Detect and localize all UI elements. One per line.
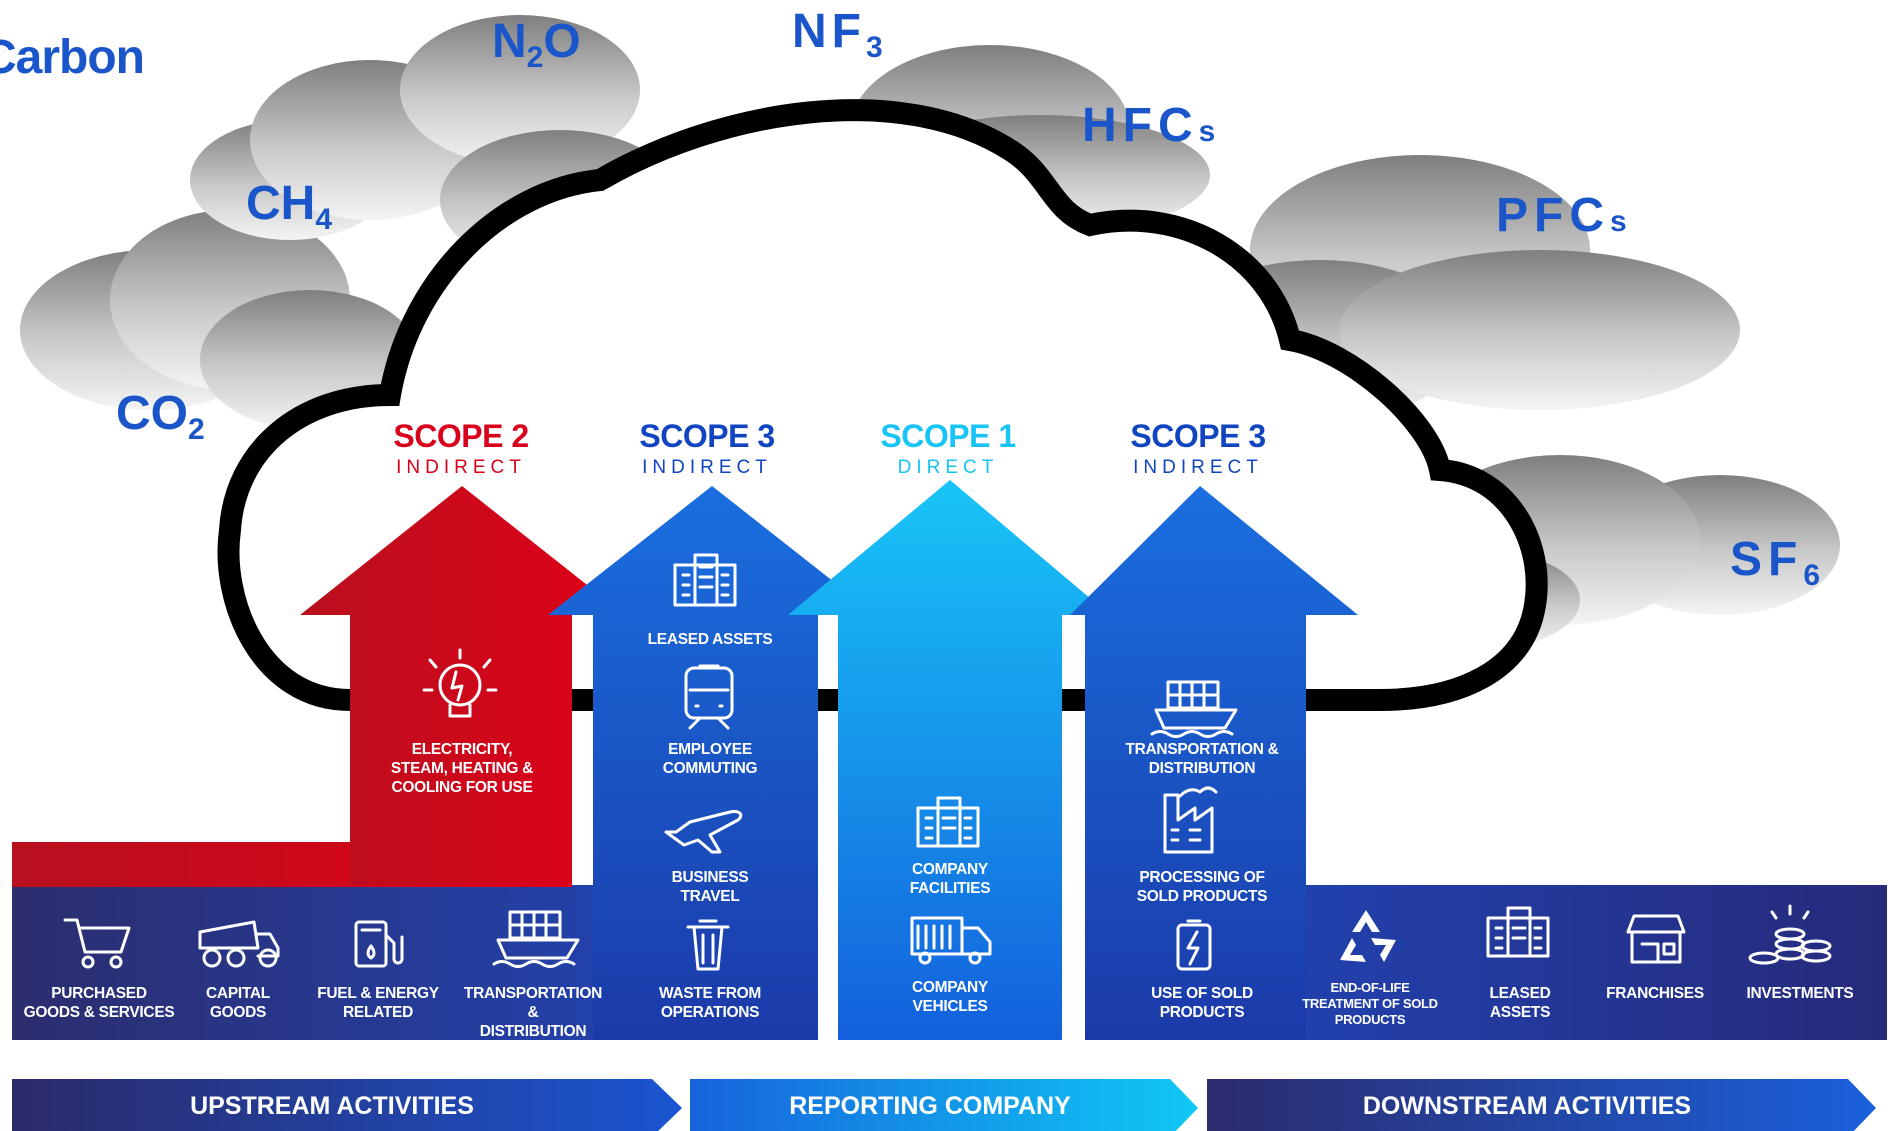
- label-capital-goods: CAPITAL GOODS: [206, 985, 270, 1021]
- gas-n2o: N2O: [492, 15, 581, 74]
- scope1-header: SCOPE 1 DIRECT: [843, 418, 1053, 479]
- label-investments: INVESTMENTS: [1746, 985, 1854, 1002]
- label-company-vehicles: COMPANY VEHICLES: [912, 979, 988, 1015]
- coins-icon: [1748, 904, 1832, 965]
- cargo-ship-icon: [492, 910, 580, 968]
- label-transport-up: TRANSPORTATION & DISTRIBUTION: [463, 985, 603, 1040]
- label-business-travel: BUSINESS TRAVEL: [671, 869, 749, 905]
- scope1-kind: DIRECT: [897, 457, 999, 478]
- lightbulb-icon: [422, 648, 498, 718]
- label-waste: WASTE FROM OPERATIONS: [658, 985, 762, 1021]
- company-building-icon: [916, 796, 980, 848]
- gas-sf6: SF6: [1730, 533, 1827, 592]
- dump-truck-icon: [198, 920, 280, 968]
- gas-co2: CO2: [116, 387, 205, 446]
- scope2-kind: INDIRECT: [396, 457, 526, 478]
- label-processing: PROCESSING OF SOLD PRODUCTS: [1136, 869, 1268, 905]
- fuel-pump-icon: [354, 920, 404, 968]
- reporting-banner: [690, 1079, 1198, 1131]
- label-use-of-products: USE OF SOLD PRODUCTS: [1151, 985, 1253, 1021]
- scope3-down-arrow: [1070, 486, 1358, 1040]
- label-leased-assets-up: LEASED ASSETS: [647, 631, 773, 648]
- truck-icon: [910, 916, 992, 965]
- scope3-up-kind: INDIRECT: [642, 457, 772, 478]
- scope1-arrow: [788, 480, 1110, 1040]
- shopping-cart-icon: [63, 918, 131, 969]
- label-transport-down: TRANSPORTATION & DISTRIBUTION: [1125, 741, 1279, 777]
- page-title: Carbon: [0, 31, 145, 84]
- ship-icon: [1150, 680, 1238, 738]
- label-franchises: FRANCHISES: [1606, 985, 1704, 1002]
- battery-icon: [1176, 919, 1212, 971]
- reporting-banner-label: REPORTING COMPANY: [789, 1092, 1071, 1120]
- scope3-up-name: SCOPE 3: [639, 418, 775, 454]
- scope3-up-header: SCOPE 3 INDIRECT: [602, 418, 812, 479]
- scope3-up-arrow: [548, 486, 876, 1040]
- factory-icon: [1163, 786, 1218, 854]
- upstream-banner: [12, 1079, 682, 1131]
- label-employee-commuting: EMPLOYEE COMMUTING: [662, 741, 758, 777]
- downstream-banner: [1207, 1079, 1876, 1131]
- label-electricity: ELECTRICITY, STEAM, HEATING & COOLING FO…: [390, 741, 534, 796]
- scope2-name: SCOPE 2: [393, 418, 529, 454]
- label-company-facilities: COMPANY FACILITIES: [909, 861, 991, 897]
- downstream-banner-label: DOWNSTREAM ACTIVITIES: [1362, 1092, 1692, 1120]
- gas-nf3: NF3: [792, 5, 888, 64]
- trash-bin-icon: [686, 919, 730, 971]
- train-icon: [684, 664, 734, 730]
- label-leased-assets-down: LEASED ASSETS: [1489, 985, 1551, 1021]
- upstream-banner-label: UPSTREAM ACTIVITIES: [190, 1092, 474, 1120]
- scope3-down-name: SCOPE 3: [1130, 418, 1266, 454]
- airplane-icon: [664, 810, 743, 854]
- building-icon: [673, 553, 737, 607]
- leased-building-icon: [1486, 906, 1550, 958]
- storefront-icon: [1626, 914, 1686, 964]
- scope3-down-header: SCOPE 3 INDIRECT: [1093, 418, 1303, 479]
- scope2-header: SCOPE 2 INDIRECT: [356, 418, 566, 479]
- label-end-of-life: END-OF-LIFE TREATMENT OF SOLD PRODUCTS: [1302, 980, 1438, 1027]
- gas-hfcs: HFCs: [1082, 99, 1222, 152]
- gas-pfcs: PFCs: [1496, 189, 1633, 242]
- label-purchased-goods: PURCHASED GOODS & SERVICES: [23, 985, 175, 1021]
- label-fuel-energy: FUEL & ENERGY RELATED: [317, 985, 439, 1021]
- scope1-name: SCOPE 1: [880, 418, 1016, 454]
- recycle-icon: [1340, 910, 1396, 962]
- scope3-down-kind: INDIRECT: [1133, 457, 1263, 478]
- gas-ch4: CH4: [246, 177, 333, 236]
